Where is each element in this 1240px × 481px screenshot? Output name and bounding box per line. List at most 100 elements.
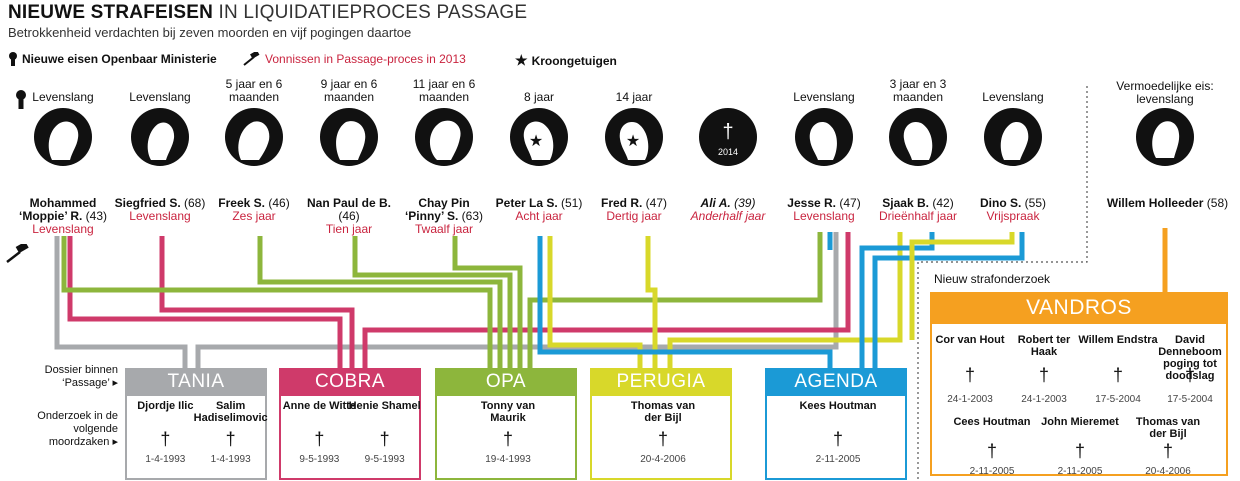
victim-name: Djordje Ilic [137,400,194,412]
suspect-verdict: Dertig jaar [606,209,662,223]
suspect-name-text: Peter La S. [495,196,558,210]
suspect-verdict: Levenslang [32,222,94,236]
suspect-deceased-year: 2014 [718,147,738,157]
suspect-age: (39) [734,196,756,210]
victim-name: Willem Endstra [1078,334,1158,346]
suspect-age: (47) [839,196,861,210]
victim-date: 20-4-2006 [1145,466,1191,477]
suspect-silhouette-icon [415,108,473,166]
victim-date: 2-11-2005 [969,466,1015,477]
victim-name: John Mieremet [1041,416,1119,428]
suspect-demand: 3 jaar en 3 maanden [889,77,947,104]
legend-vonnis: Vonnissen in Passage-proces in 2013 [243,52,466,66]
victim-name: Cor van Hout [935,334,1005,346]
suspect-demand: 9 jaar en 6 maanden [320,77,378,104]
suspect-silhouette-icon [984,108,1042,166]
suspect-silhouette-icon: ★ [605,108,663,166]
suspect-verdict: Zes jaar [232,209,276,223]
suspect-name: Chay Pin‘Pinny’ S. (63)Twaalf jaar [394,197,494,236]
suspect-silhouette-icon: ★ [510,108,568,166]
cross-icon: † [1184,365,1195,385]
suspect-name: Jesse R. (47)Levenslang [774,197,874,223]
legend-kroon: ★ Kroongetuigen [515,52,617,69]
case-header: OPA [435,368,577,396]
suspect-demand: 5 jaar en 6 maanden [225,77,283,104]
suspect-name-text: Jesse R. [787,196,836,210]
cross-icon: † [722,121,733,143]
keyhole-icon [9,52,17,66]
suspect-silhouette-icon [225,108,283,166]
keyhole-icon [16,90,26,109]
title-bold: NIEUWE STRAFEISEN [8,2,214,23]
suspect-silhouette-icon: † 2014 [699,108,757,166]
subtitle: Betrokkenheid verdachten bij zeven moord… [8,25,412,40]
suspect-demand: 11 jaar en 6 maanden [412,77,476,104]
cross-icon: † [1038,365,1049,385]
side-label-onderzoek: Onderzoek in de volgende moordzaken ▸ [37,410,118,448]
suspect-name-text: Ali A. [700,196,731,210]
victim-date: 24-1-2003 [947,394,993,405]
suspect-name: Siegfried S. (68)Levenslang [110,197,210,223]
side-label-onderzoek-text: Onderzoek in de volgende moordzaken [37,410,118,448]
case-header: TANIA [125,368,267,396]
suspect-name: Nan Paul de B. (46)Tien jaar [299,197,399,236]
title-light: IN LIQUIDATIEPROCES PASSAGE [218,2,528,23]
suspect-name: Freek S. (46)Zes jaar [204,197,304,223]
cross-icon: † [657,429,668,449]
holleeder-demand: Vermoedelijke eis: levenslang [1116,79,1214,106]
suspect-name-text: Freek S. [218,196,265,210]
suspect-demand: Levenslang [982,90,1044,104]
cross-icon: † [314,429,325,449]
side-label-dossier-text: Dossier binnen ‘Passage’ [44,364,118,389]
suspect-verdict: Vrijspraak [986,209,1040,223]
suspect-verdict: Anderhalf jaar [690,209,766,223]
cross-icon: † [1162,441,1173,461]
side-label-dossier: Dossier binnen ‘Passage’ ▸ [44,364,118,389]
suspect-name: Mohammed‘Moppie’ R. (43)Levenslang [13,197,113,236]
suspect-age: (46) [268,196,290,210]
page-title: NIEUWE STRAFEISEN IN LIQUIDATIEPROCES PA… [8,2,527,24]
victim-name: Cees Houtman [953,416,1031,428]
suspect-name-text: Dino S. [979,196,1022,210]
suspect-age: (68) [184,196,206,210]
holleeder-name: Willem Holleeder (58) [1100,197,1235,210]
suspect-age: (55) [1024,196,1047,210]
suspect-name-line2: ‘Pinny’ S. [404,209,459,223]
suspect-name: Sjaak B. (42)Drieënhalf jaar [868,197,968,223]
suspect-age: (47) [645,196,668,210]
victim-name: Salim Hadiselimovic [193,400,268,424]
suspect-age: (51) [561,196,583,210]
suspect-verdict: Acht jaar [515,209,563,223]
victim-date: 19-4-1993 [485,454,531,465]
victim-date: 24-1-2003 [1021,394,1067,405]
cross-icon: † [1074,441,1085,461]
legend-kroon-label: Kroongetuigen [531,53,617,68]
suspect-name-text: Fred R. [600,196,643,210]
cross-icon: † [502,429,513,449]
suspect-demand: 8 jaar [523,90,555,104]
suspect-age: (43) [85,209,108,223]
suspect-verdict: Levenslang [793,209,855,223]
suspect-age: (63) [461,209,484,223]
suspect-verdict: Drieënhalf jaar [878,209,958,223]
victim-name: David Denneboom poging tot doodslag [1158,334,1222,382]
suspect-name: Dino S. (55)Vrijspraak [963,197,1063,223]
victim-date: 17-5-2004 [1095,394,1141,405]
cross-icon: † [832,429,843,449]
suspect-silhouette-icon [131,108,189,166]
suspect-silhouette-icon [34,108,92,166]
suspect-name-text: Chay Pin [418,196,470,210]
suspect-name-text: Nan Paul de B. [306,196,392,210]
side-label-nieuw: Nieuw strafonderzoek [934,272,1051,286]
suspect-verdict: Tien jaar [325,222,373,236]
suspect-name: Fred R. (47)Dertig jaar [584,197,684,223]
suspect-name: Ali A. (39)Anderhalf jaar [678,197,778,223]
victim-name: Thomas van der Bijl [630,400,696,424]
suspect-name-text: Siegfried S. [114,196,181,210]
